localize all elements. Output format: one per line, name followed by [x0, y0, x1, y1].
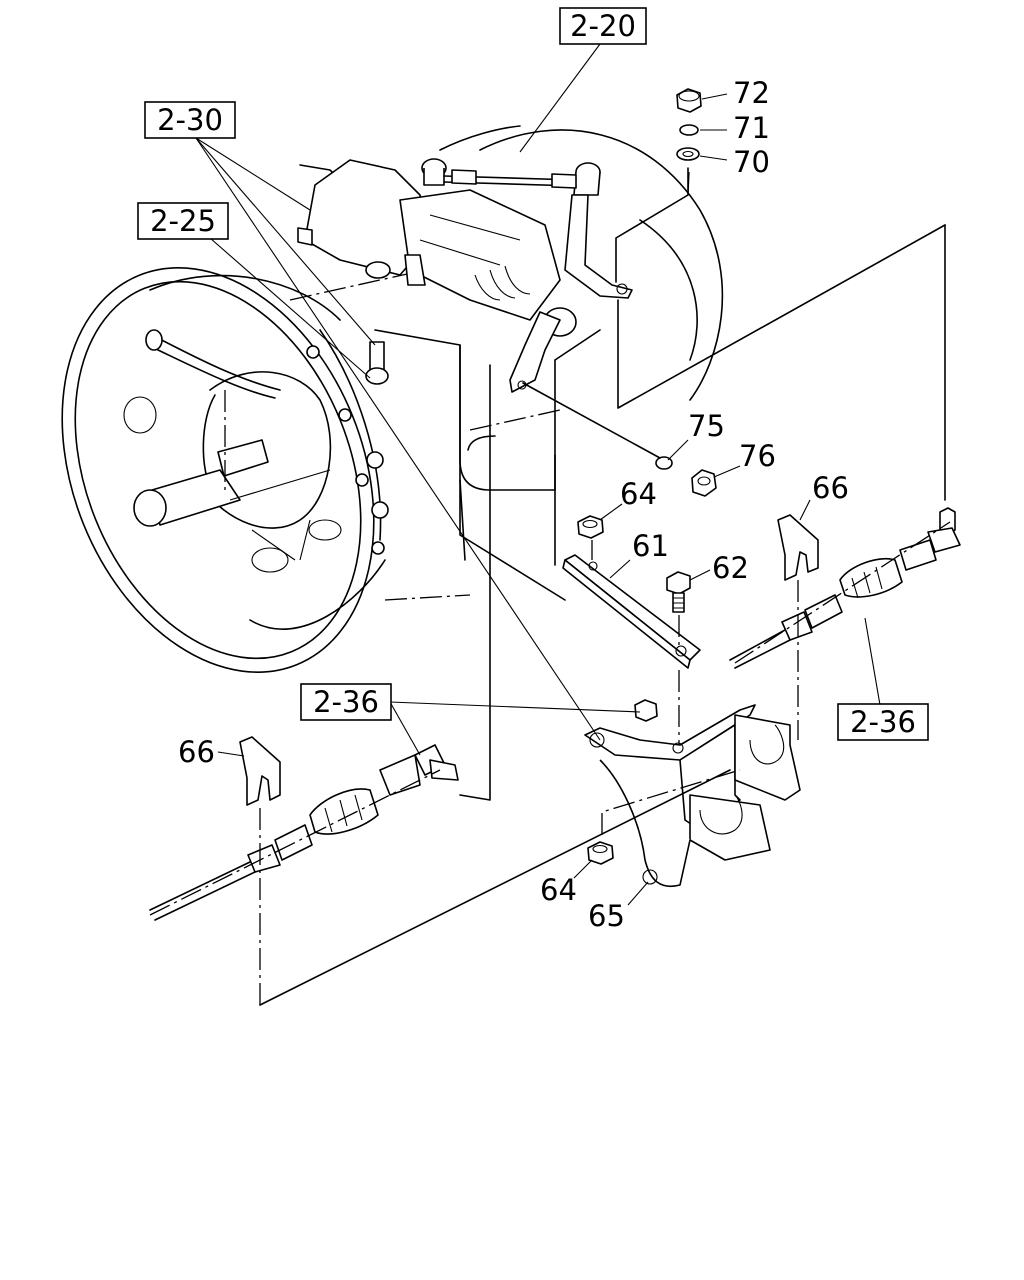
bolt-62 — [666, 571, 691, 650]
ref-2-36-left-label: 2-36 — [313, 685, 379, 719]
hardware-stack-70-72 — [676, 88, 702, 196]
ref-box-2-20: 2-20 — [559, 7, 647, 45]
part-label-64-top: 64 — [620, 477, 657, 511]
part-label-65: 65 — [588, 899, 625, 933]
housing-bolt — [365, 341, 389, 385]
ref-box-2-36-right: 2-36 — [837, 703, 929, 741]
part-label-76: 76 — [739, 439, 776, 473]
part-label-72: 72 — [733, 76, 770, 110]
cable-left — [149, 744, 459, 921]
link-housing-bracket — [374, 329, 566, 601]
part-label-66-left: 66 — [178, 735, 215, 769]
ref-2-30-label: 2-30 — [157, 103, 223, 137]
ref-box-2-30: 2-30 — [144, 101, 236, 139]
ref-2-25-label: 2-25 — [150, 204, 216, 238]
nut-64-right — [634, 699, 658, 722]
clutch-housing — [61, 267, 389, 673]
bracket-65 — [584, 704, 801, 887]
nut-64-top — [577, 515, 604, 560]
part-label-66-right: 66 — [812, 471, 849, 505]
clip-66-right — [777, 514, 819, 740]
part-label-71: 71 — [733, 111, 770, 145]
nut-64-bottom — [587, 769, 741, 865]
part-label-64-bottom: 64 — [540, 873, 577, 907]
link-right-cable-to-lever — [617, 224, 946, 409]
bracket-61 — [562, 554, 701, 669]
link-left-cable-end — [459, 364, 491, 801]
shift-tower-assembly — [297, 158, 633, 393]
ref-2-20-label: 2-20 — [570, 9, 636, 43]
part-label-70: 70 — [733, 145, 770, 179]
part-label-61: 61 — [632, 529, 669, 563]
cable-right — [729, 507, 961, 669]
part-label-62: 62 — [712, 551, 749, 585]
ref-2-36-right-label: 2-36 — [850, 705, 916, 739]
nut-washer-75-76 — [522, 382, 717, 497]
leader-70-to-lever — [615, 167, 689, 283]
leader-lines — [195, 43, 881, 906]
ref-box-2-25: 2-25 — [137, 202, 229, 240]
part-label-75: 75 — [688, 409, 725, 443]
ref-box-2-36-left: 2-36 — [300, 683, 392, 721]
clip-66-left — [239, 736, 281, 1005]
link-left-cable-outline — [259, 769, 731, 1006]
